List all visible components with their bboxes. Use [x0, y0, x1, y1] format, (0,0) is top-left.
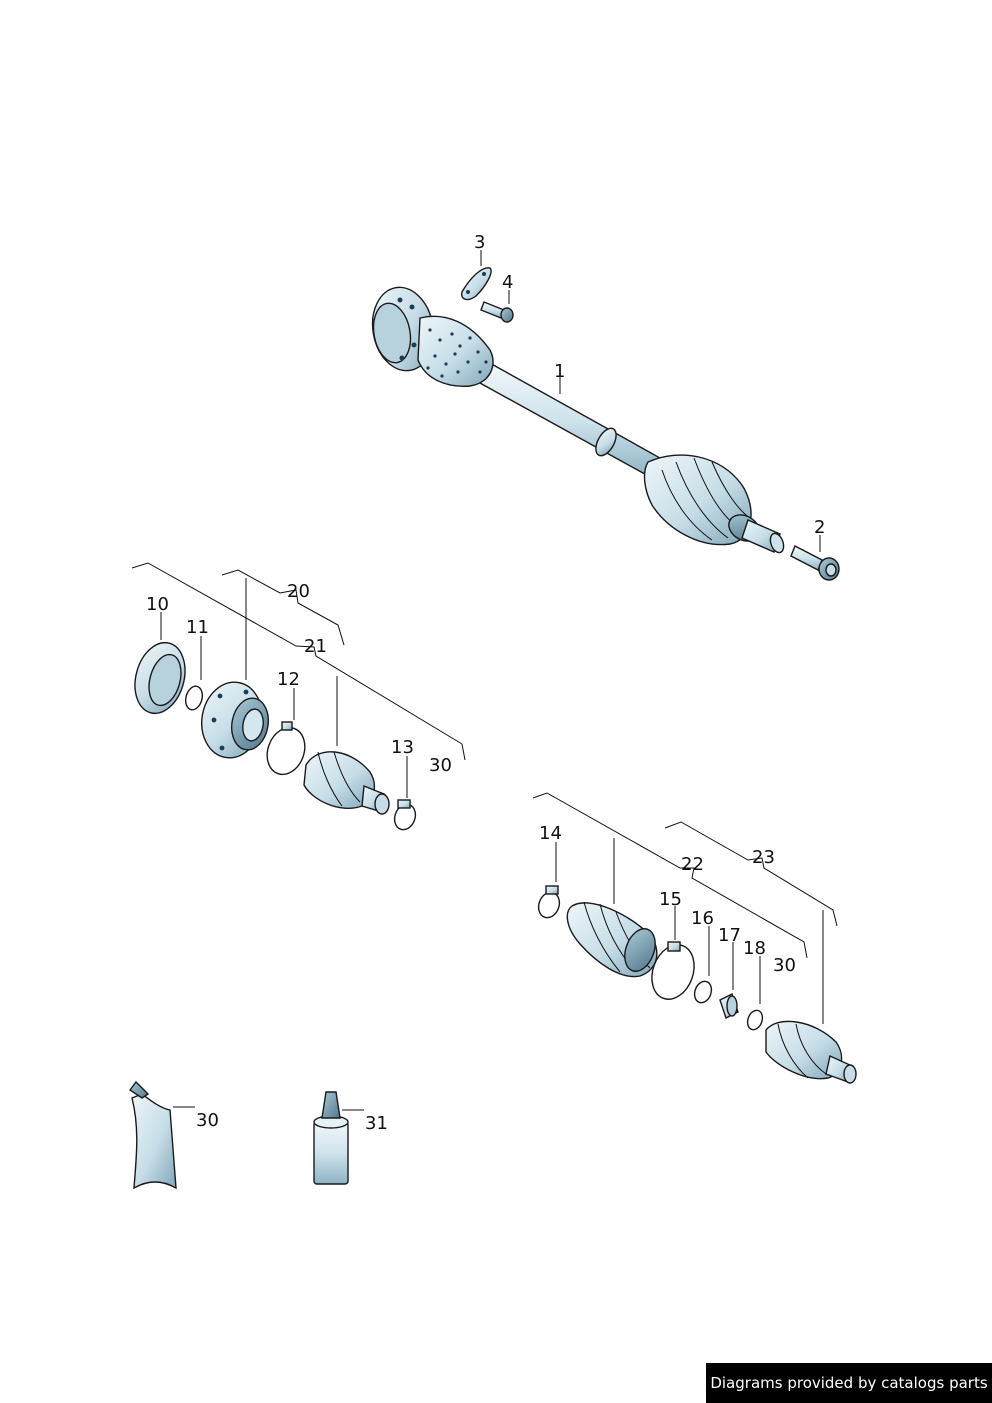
label-15: 15 — [659, 889, 682, 910]
lock-plate — [461, 267, 492, 301]
dished-washer-17 — [719, 993, 739, 1019]
flange-bolt — [480, 301, 514, 323]
label-11: 11 — [186, 617, 209, 638]
label-17: 17 — [718, 925, 741, 946]
label-30-right-group: 30 — [773, 955, 796, 976]
drive-shaft — [371, 286, 785, 554]
grease-tube — [128, 1080, 177, 1190]
part-labels: 3 4 1 2 20 10 11 21 12 13 30 14 23 22 15… — [146, 232, 825, 1134]
clamp-14 — [537, 885, 561, 919]
circlip-11 — [184, 685, 204, 711]
clamp-13 — [393, 799, 417, 831]
label-4: 4 — [502, 272, 513, 293]
label-1: 1 — [554, 361, 565, 382]
outer-boot — [566, 901, 658, 978]
outer-cv-joint — [765, 1020, 857, 1084]
hub-bolt — [790, 545, 840, 581]
label-10: 10 — [146, 594, 169, 615]
label-2: 2 — [814, 517, 825, 538]
label-12: 12 — [277, 669, 300, 690]
label-13: 13 — [391, 737, 414, 758]
label-23: 23 — [752, 847, 775, 868]
sealant-bottle — [313, 1091, 349, 1185]
label-3: 3 — [474, 232, 485, 253]
label-22: 22 — [681, 854, 704, 875]
credit-text: Diagrams provided by catalogs parts — [710, 1374, 988, 1392]
cv-joint-flange — [201, 681, 269, 759]
label-20: 20 — [287, 581, 310, 602]
credit-banner: Diagrams provided by catalogs parts — [706, 1363, 992, 1403]
label-18: 18 — [743, 938, 766, 959]
dust-cover — [134, 641, 186, 715]
circlip-18 — [746, 1009, 764, 1031]
label-31: 31 — [365, 1113, 388, 1134]
clamp-15 — [651, 941, 695, 1000]
label-14: 14 — [539, 823, 562, 844]
label-21: 21 — [304, 636, 327, 657]
spacer-ring-16 — [693, 980, 713, 1004]
label-16: 16 — [691, 908, 714, 929]
inner-boot — [303, 751, 390, 815]
label-30-grease: 30 — [196, 1110, 219, 1131]
leader-lines — [131, 250, 838, 1111]
label-30-left-group: 30 — [429, 755, 452, 776]
clamp-12 — [266, 721, 306, 776]
